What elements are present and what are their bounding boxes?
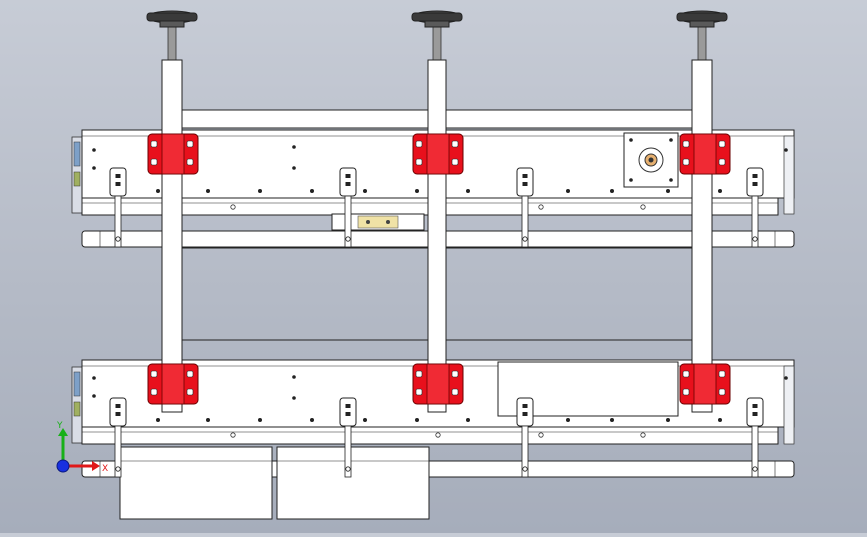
mounting-bracket-icon[interactable] — [147, 133, 199, 175]
mounting-bracket-icon[interactable] — [147, 363, 199, 405]
nameplate — [357, 215, 399, 229]
axis-triad-icon[interactable]: Y X — [56, 421, 108, 474]
triad-y-label: Y — [56, 421, 63, 431]
clamp-tab[interactable] — [516, 397, 534, 478]
mounting-bracket-icon[interactable] — [412, 133, 464, 175]
clamp-tab[interactable] — [746, 167, 764, 248]
clamp-tab[interactable] — [339, 167, 357, 248]
mounting-bracket-icon[interactable] — [412, 363, 464, 405]
mounting-bracket-icon[interactable] — [679, 133, 731, 175]
mounting-bracket-icon[interactable] — [679, 363, 731, 405]
triad-x-label: X — [102, 464, 108, 474]
clamp-tab[interactable] — [109, 397, 127, 478]
clamp-tab[interactable] — [746, 397, 764, 478]
leveling-foot-icon[interactable] — [676, 10, 728, 61]
red-brackets — [147, 133, 731, 405]
leveling-foot-icon[interactable] — [146, 10, 198, 61]
clamp-tab[interactable] — [516, 167, 534, 248]
clamp-tab[interactable] — [339, 397, 357, 478]
clamp-tab[interactable] — [109, 167, 127, 248]
leveling-foot-icon[interactable] — [411, 10, 463, 61]
motor-flange-icon[interactable] — [623, 132, 679, 188]
tab-clamps — [109, 167, 764, 478]
